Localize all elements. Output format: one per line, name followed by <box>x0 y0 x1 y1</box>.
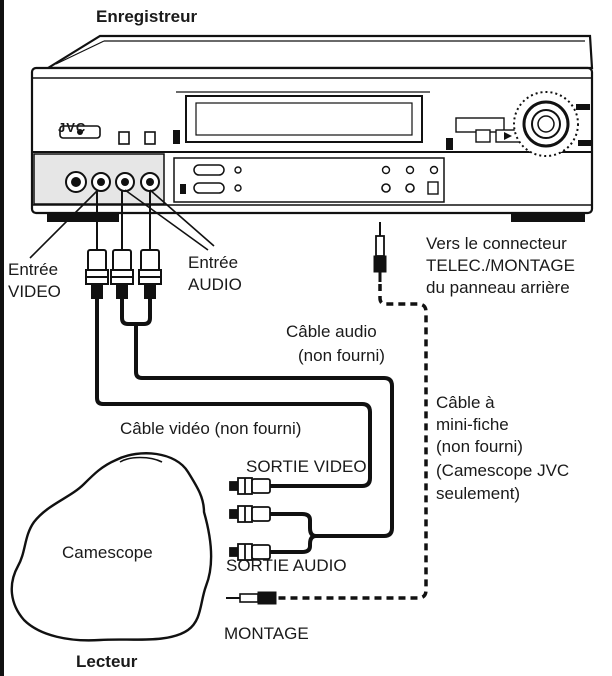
camcorder <box>10 452 213 642</box>
player-title: Lecteur <box>76 652 138 671</box>
video-cable-label: Câble vidéo (non fourni) <box>120 419 302 438</box>
audio-out-label: SORTIE AUDIO <box>226 556 347 575</box>
page-edge-bar <box>0 0 4 676</box>
minijack-cable <box>226 222 428 605</box>
brand-logo: JVC <box>58 120 87 135</box>
recorder-title: Enregistreur <box>96 7 198 26</box>
cables <box>95 296 394 554</box>
output-plugs <box>229 477 271 561</box>
jack-pointer-lines <box>29 189 215 259</box>
edit-label: MONTAGE <box>224 624 309 643</box>
video-out-label: SORTIE VIDEO <box>246 457 367 476</box>
vcr-recorder <box>30 34 594 222</box>
camcorder-label: Camescope <box>62 543 153 562</box>
